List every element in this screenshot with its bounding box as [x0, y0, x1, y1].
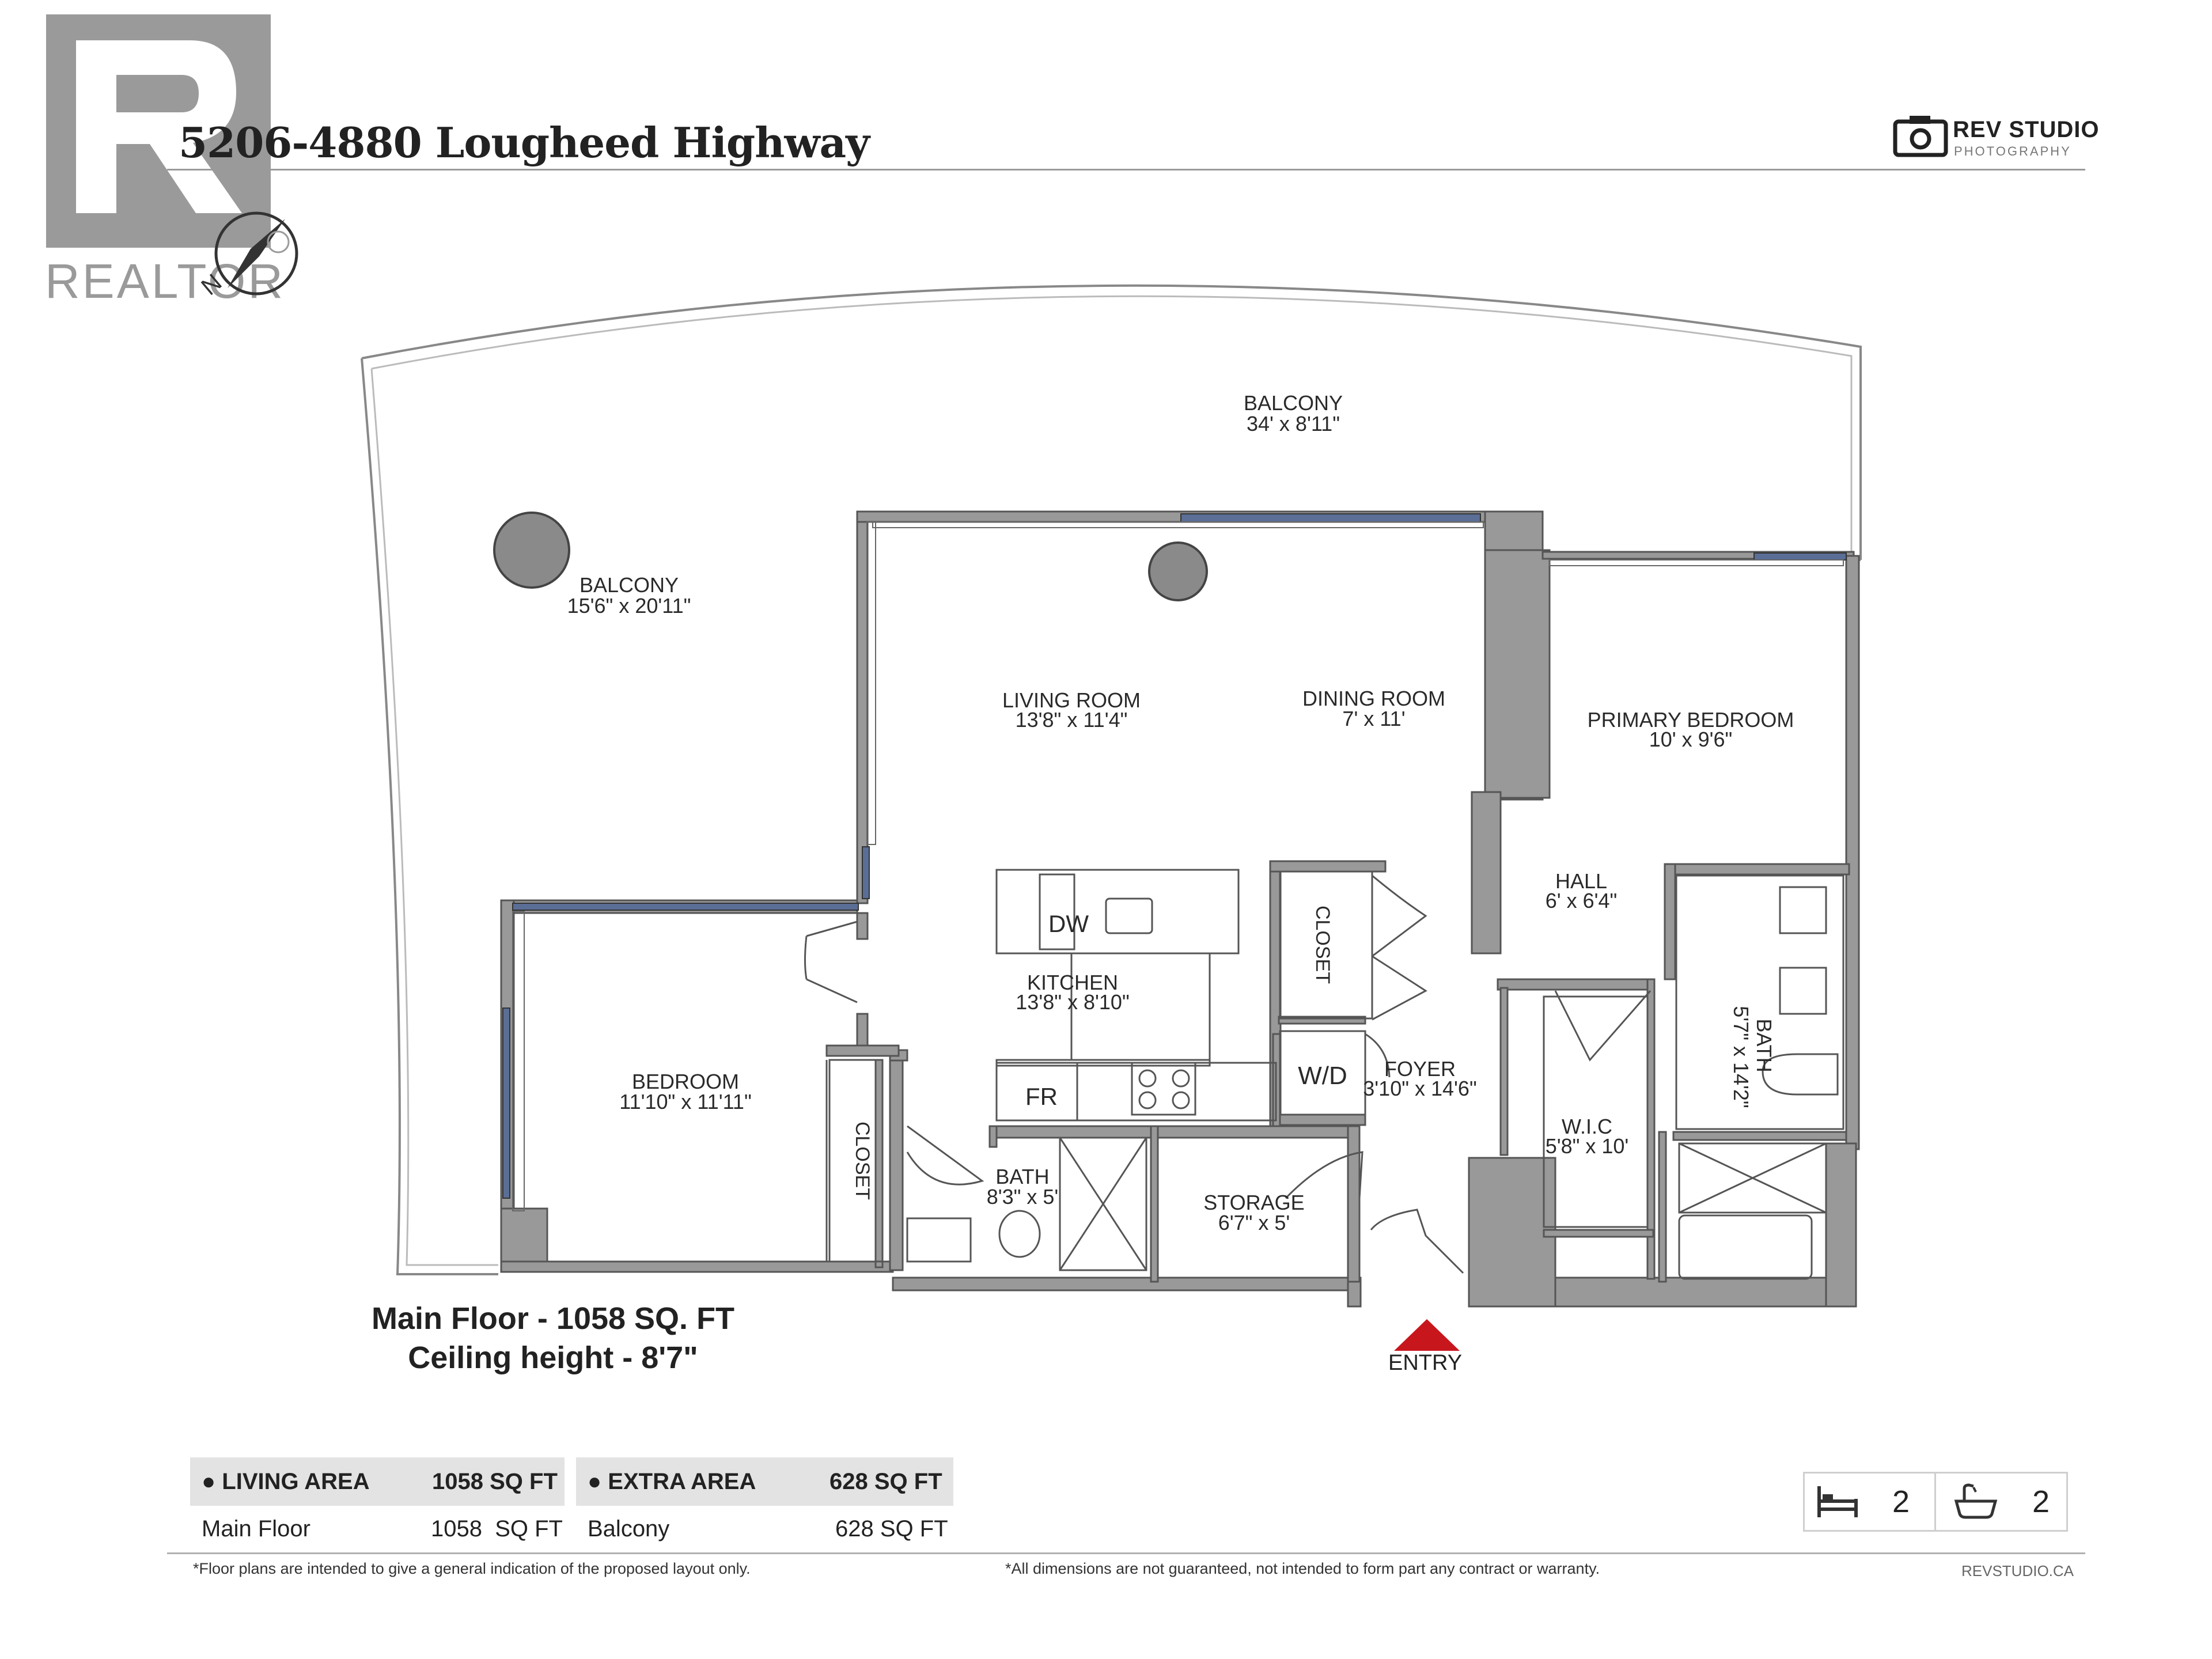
bathroom-count: 2 — [2032, 1484, 2050, 1519]
room-name-living: LIVING ROOM — [1002, 688, 1141, 712]
compass-icon — [214, 211, 298, 296]
room-name-balcony-left: BALCONY — [579, 573, 679, 597]
footer-divider — [167, 1552, 2085, 1554]
washer-dryer-label: W/D — [1298, 1062, 1347, 1090]
dishwasher-label: DW — [1048, 910, 1089, 937]
living-area-header — [190, 1457, 565, 1506]
room-name-storage: STORAGE — [1203, 1191, 1304, 1214]
main-floor-value: 1058 SQ FT — [431, 1516, 563, 1541]
room-dims-balcony-left: 15'6" x 20'11" — [567, 594, 691, 618]
living-area-total: 1058 SQ FT — [432, 1469, 558, 1494]
room-name-wic: W.I.C — [1562, 1115, 1612, 1138]
room-count-divider — [1934, 1472, 1936, 1532]
camera-icon — [1893, 116, 1948, 157]
room-dims-bath-small: 8'3" x 5' — [987, 1185, 1059, 1209]
brand-name: REV STUDIO — [1953, 117, 2100, 142]
room-name-foyer: FOYER — [1384, 1057, 1456, 1081]
bathtub-icon — [1954, 1483, 1998, 1519]
extra-area-total: 628 SQ FT — [830, 1469, 942, 1494]
room-name-bedroom: BEDROOM — [632, 1070, 739, 1093]
bed-icon — [1817, 1486, 1858, 1517]
floor-summary: Main Floor - 1058 SQ. FT Ceiling height … — [357, 1299, 749, 1377]
room-dims-primary-bedroom: 10' x 9'6" — [1649, 728, 1733, 751]
room-dims-foyer: 3'10" x 14'6" — [1363, 1077, 1476, 1100]
room-dims-kitchen: 13'8" x 8'10" — [1016, 990, 1129, 1014]
balcony-value: 628 SQ FT — [835, 1516, 948, 1541]
footer-note-left: *Floor plans are intended to give a gene… — [193, 1560, 751, 1577]
room-name-balcony-top: BALCONY — [1244, 391, 1343, 415]
column-center — [1148, 541, 1208, 601]
entry-arrow — [1394, 1319, 1460, 1351]
room-name-dining: DINING ROOM — [1302, 687, 1445, 710]
property-title: 5206-4880 Lougheed Highway — [179, 118, 870, 167]
room-dims-living: 13'8" x 11'4" — [1016, 708, 1128, 732]
room-dims-bath-primary: 5'7" x 14'2" — [1729, 1006, 1753, 1108]
footer-site: REVSTUDIO.CA — [1961, 1562, 2074, 1580]
entry-label: ENTRY — [1388, 1351, 1463, 1375]
title-divider — [167, 169, 2085, 171]
room-dims-bedroom: 11'10" x 11'11" — [619, 1090, 751, 1113]
footer-note-right: *All dimensions are not guaranteed, not … — [1005, 1560, 1600, 1577]
room-dims-storage: 6'7" x 5' — [1218, 1211, 1290, 1234]
extra-area-header — [576, 1457, 953, 1506]
bedroom-count: 2 — [1892, 1484, 1910, 1519]
closet-label-bedroom: CLOSET — [851, 1122, 873, 1200]
room-dims-dining: 7' x 11' — [1342, 707, 1405, 730]
room-name-primary-bedroom: PRIMARY BEDROOM — [1588, 708, 1794, 732]
room-name-kitchen: KITCHEN — [1027, 971, 1118, 994]
room-name-bath-primary: BATH — [1752, 1018, 1776, 1072]
living-area-label: ● LIVING AREA — [202, 1469, 370, 1494]
closet-label-top: CLOSET — [1312, 906, 1334, 984]
fridge-label: FR — [1025, 1083, 1058, 1110]
room-dims-balcony-top: 34' x 8'11" — [1247, 412, 1340, 435]
realtor-logo — [46, 14, 271, 248]
column-left — [493, 512, 570, 589]
ceiling-height-line: Ceiling height - 8'7" — [408, 1340, 698, 1375]
floor-area-line: Main Floor - 1058 SQ. FT — [371, 1301, 735, 1336]
room-dims-wic: 5'8" x 10' — [1546, 1134, 1629, 1158]
room-name-bath-small: BATH — [995, 1165, 1049, 1188]
extra-area-label: ● EXTRA AREA — [588, 1469, 756, 1494]
balcony-label: Balcony — [588, 1516, 670, 1541]
room-dims-hall: 6' x 6'4" — [1546, 889, 1618, 912]
room-name-hall: HALL — [1555, 869, 1607, 893]
main-floor-label: Main Floor — [202, 1516, 310, 1541]
brand-subtitle: PHOTOGRAPHY — [1954, 144, 2071, 158]
